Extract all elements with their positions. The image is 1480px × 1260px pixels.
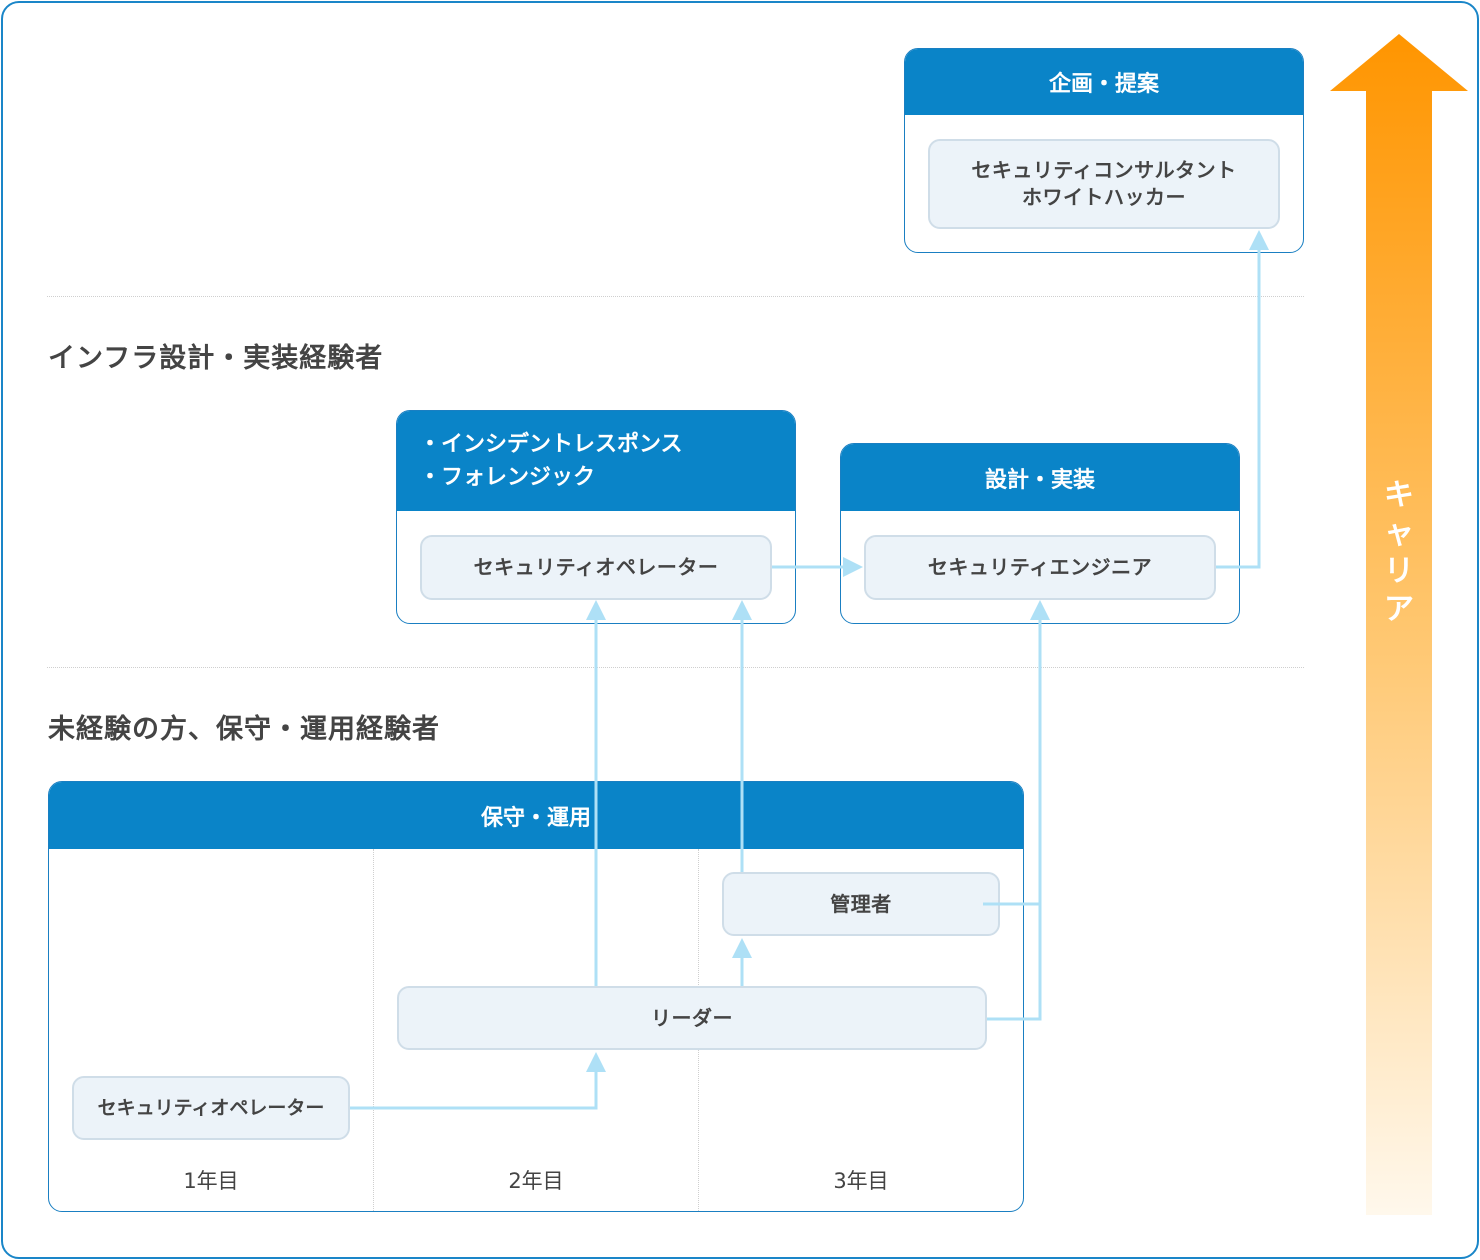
role-operator-advanced: セキュリティオペレーター	[420, 535, 772, 600]
level-divider-top	[47, 296, 1304, 297]
panel-design-header: 設計・実装	[841, 444, 1239, 511]
year-label-2: 2年目	[508, 1169, 564, 1193]
year-label-1: 1年目	[183, 1169, 239, 1193]
role-manager: 管理者	[722, 872, 1000, 936]
connector-arrowhead	[1249, 230, 1269, 250]
year-column-divider	[373, 849, 374, 1211]
connector-line	[1216, 248, 1261, 569]
connector-arrowhead	[1030, 600, 1050, 620]
role-operator-entry: セキュリティオペレーター	[72, 1076, 350, 1140]
level-title-beginner: 未経験の方、保守・運用経験者	[48, 714, 440, 745]
level-title-infra: インフラ設計・実装経験者	[48, 343, 384, 374]
role-security-engineer: セキュリティエンジニア	[864, 535, 1216, 600]
career-label: キャリア	[1384, 478, 1414, 627]
connector-arrowhead	[586, 600, 606, 620]
panel-operation-header: 保守・運用	[49, 782, 1023, 849]
level-divider-bottom	[47, 667, 1304, 668]
panel-incident-header: ・インシデントレスポンス ・フォレンジック	[397, 411, 795, 511]
connector-line	[987, 620, 1042, 1021]
connector-arrowhead	[732, 938, 752, 958]
role-consultant-line1: セキュリティコンサルタント	[971, 158, 1237, 182]
connector-arrowhead	[843, 557, 863, 577]
career-arrow	[1330, 34, 1468, 1215]
role-leader: リーダー	[397, 986, 987, 1050]
panel-planning-header: 企画・提案	[905, 49, 1303, 115]
panel-incident-title-1: ・インシデントレスポンス	[419, 432, 683, 457]
panel-incident-title-2: ・フォレンジック	[419, 465, 596, 490]
year-label-3: 3年目	[833, 1169, 889, 1193]
connector-line	[350, 1070, 598, 1110]
connector-arrowhead	[732, 600, 752, 620]
role-consultant: セキュリティコンサルタント ホワイトハッカー	[928, 139, 1280, 229]
role-consultant-line2: ホワイトハッカー	[1022, 185, 1186, 209]
connector-arrowhead	[586, 1052, 606, 1072]
